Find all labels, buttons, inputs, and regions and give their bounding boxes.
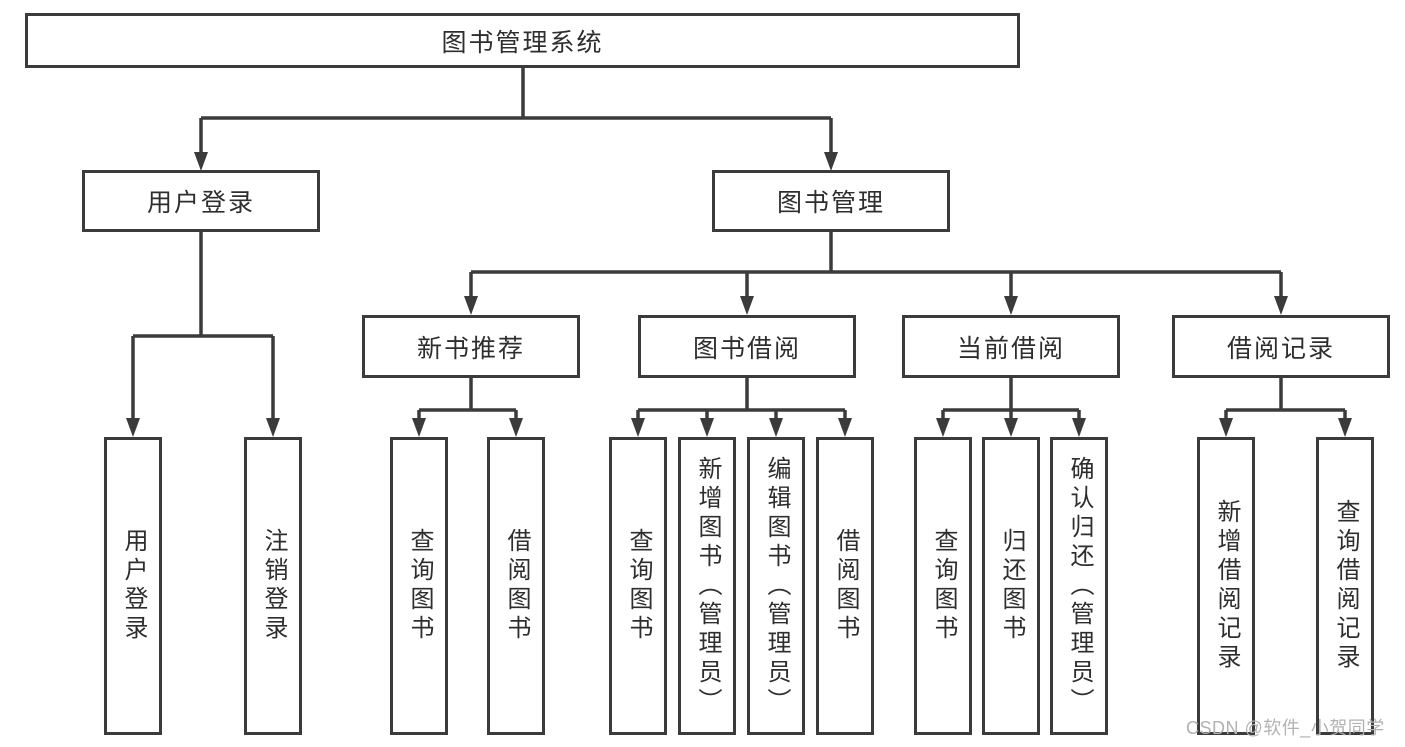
leaf-borrow-books-recommend: 借阅图书: [487, 437, 545, 735]
node-current-borrow: 当前借阅: [902, 315, 1120, 378]
leaf-return-book: 归还图书: [982, 437, 1040, 735]
leaf-edit-book-admin: 编辑图书（管理员）: [747, 437, 805, 735]
leaf-add-book-admin: 新增图书（管理员）: [678, 437, 736, 735]
watermark: CSDN @软件_小贺同学: [1186, 718, 1385, 738]
leaf-borrow-books: 借阅图书: [816, 437, 874, 735]
node-book-borrow: 图书借阅: [638, 315, 856, 378]
leaf-logout: 注销登录: [244, 437, 302, 735]
leaf-add-borrow-record: 新增借阅记录: [1197, 437, 1255, 735]
node-borrow-records: 借阅记录: [1172, 315, 1390, 378]
node-user-login: 用户登录: [82, 170, 320, 232]
leaf-user-login: 用户登录: [104, 437, 162, 735]
leaf-query-books-current: 查询图书: [914, 437, 972, 735]
leaf-query-books-recommend: 查询图书: [390, 437, 448, 735]
leaf-confirm-return-admin: 确认归还（管理员）: [1050, 437, 1108, 735]
node-library-system: 图书管理系统: [25, 13, 1020, 68]
leaf-query-borrow-record: 查询借阅记录: [1316, 437, 1374, 735]
node-book-management: 图书管理: [712, 170, 950, 232]
leaf-query-books-borrow: 查询图书: [609, 437, 667, 735]
node-new-book-recommend: 新书推荐: [362, 315, 580, 378]
